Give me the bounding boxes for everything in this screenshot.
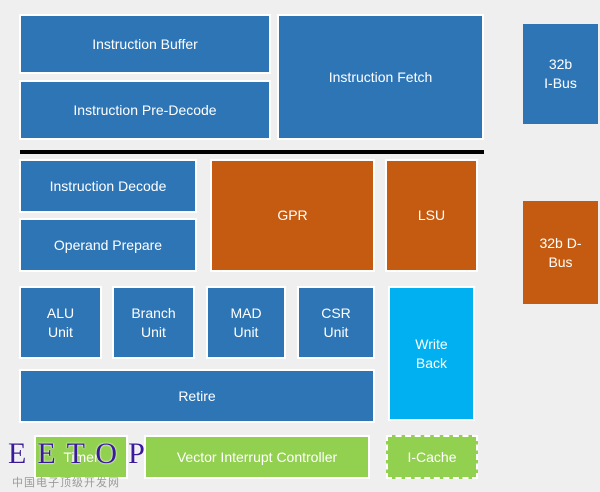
retire-block: Retire [19, 369, 375, 423]
timer-block: Timer [34, 435, 128, 479]
instruction-decode-block: Instruction Decode [19, 159, 197, 213]
alu-unit-block: ALU Unit [19, 286, 102, 359]
dbus-block: 32b D- Bus [523, 201, 598, 304]
operand-prepare-block: Operand Prepare [19, 218, 197, 272]
instruction-predecode-block: Instruction Pre-Decode [19, 80, 271, 140]
gpr-block: GPR [210, 159, 375, 272]
pipeline-divider-line [20, 150, 484, 154]
icache-block: I-Cache [386, 435, 478, 479]
vector-interrupt-controller-block: Vector Interrupt Controller [144, 435, 370, 479]
ibus-block: 32b I-Bus [523, 24, 598, 124]
eetop-watermark-logo: EETOP [8, 437, 156, 470]
instruction-buffer-block: Instruction Buffer [19, 14, 271, 74]
lsu-block: LSU [385, 159, 478, 272]
branch-unit-block: Branch Unit [112, 286, 195, 359]
eetop-watermark-subtitle: 中国电子顶级开发网 [12, 477, 120, 489]
csr-unit-block: CSR Unit [297, 286, 375, 359]
instruction-fetch-block: Instruction Fetch [277, 14, 484, 140]
mad-unit-block: MAD Unit [206, 286, 286, 359]
write-back-block: Write Back [388, 286, 475, 421]
